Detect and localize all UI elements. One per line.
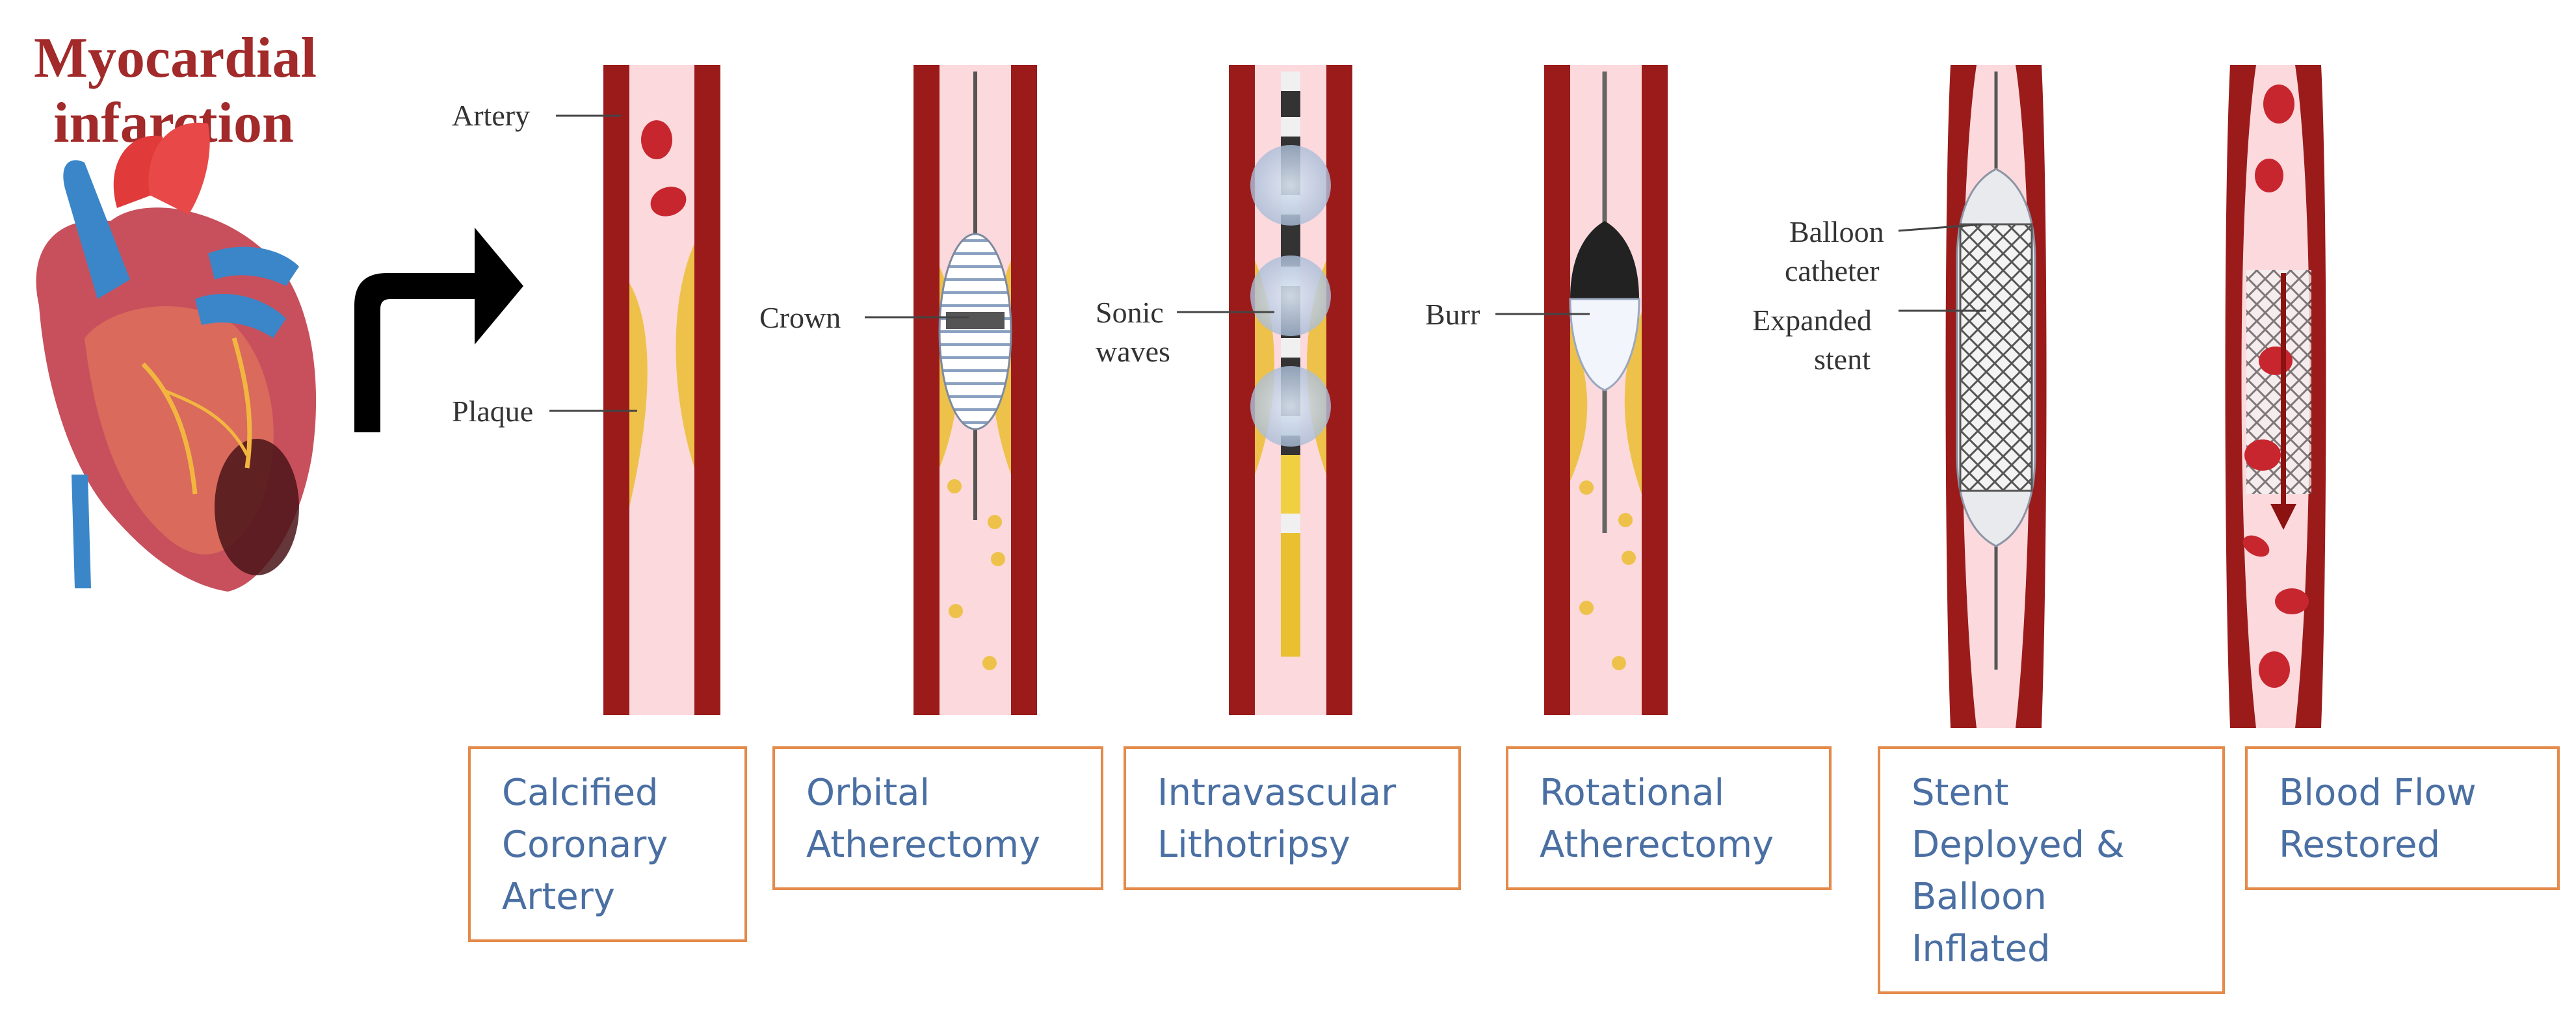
caption-line: Coronary: [502, 824, 668, 866]
caption-line: Restored: [2279, 824, 2440, 866]
label-catheter: catheter: [1785, 254, 1880, 287]
label-waves: waves: [1096, 335, 1170, 368]
panel-orbital-atherectomy: Crown: [759, 65, 1037, 715]
curved-arrow-icon: [354, 228, 523, 432]
label-sonic: Sonic: [1096, 296, 1164, 329]
caption-box-calcified-artery: Calcified Coronary Artery: [468, 746, 747, 942]
label-plaque: Plaque: [452, 395, 533, 428]
heart-icon: [36, 122, 317, 592]
caption-line: Calcified: [502, 772, 659, 814]
caption-box-rotational-atherectomy: Rotational Atherectomy: [1506, 746, 1832, 890]
caption-box-orbital-atherectomy: Orbital Atherectomy: [772, 746, 1103, 890]
caption-line: Artery: [502, 876, 615, 918]
caption-line: Stent: [1912, 772, 2008, 814]
caption-line: Orbital: [806, 772, 930, 814]
label-expanded: Expanded: [1752, 304, 1872, 337]
caption-box-stent-deployed: Stent Deployed & Balloon Inflated: [1878, 746, 2225, 994]
caption-line: Rotational: [1540, 772, 1724, 814]
caption-line: Atherectomy: [806, 824, 1040, 866]
caption-line: Blood Flow: [2279, 772, 2477, 814]
panel-intravascular-lithotripsy: Sonic waves: [1096, 65, 1352, 715]
panel-stent-deployed: Balloon catheter Expanded stent: [1752, 65, 2047, 728]
panel-blood-flow-restored: [2225, 65, 2326, 728]
caption-line: Atherectomy: [1540, 824, 1774, 866]
label-crown: Crown: [759, 301, 841, 334]
title-line-1: Myocardial: [34, 27, 317, 90]
label-artery: Artery: [452, 99, 530, 132]
label-balloon: Balloon: [1789, 215, 1884, 248]
caption-line: Intravascular: [1157, 772, 1397, 814]
caption-box-intravascular-lithotripsy: Intravascular Lithotripsy: [1124, 746, 1461, 890]
caption-box-blood-flow-restored: Blood Flow Restored: [2245, 746, 2560, 890]
caption-line: Inflated: [1912, 928, 2051, 970]
caption-line: Lithotripsy: [1157, 824, 1350, 866]
label-stent: stent: [1814, 343, 1871, 376]
caption-line: Balloon: [1912, 876, 2047, 918]
caption-line: Deployed &: [1912, 824, 2125, 866]
panel-calcified-artery: Artery Plaque: [452, 65, 720, 715]
panel-rotational-atherectomy: Burr: [1425, 65, 1668, 715]
label-burr: Burr: [1425, 298, 1480, 331]
